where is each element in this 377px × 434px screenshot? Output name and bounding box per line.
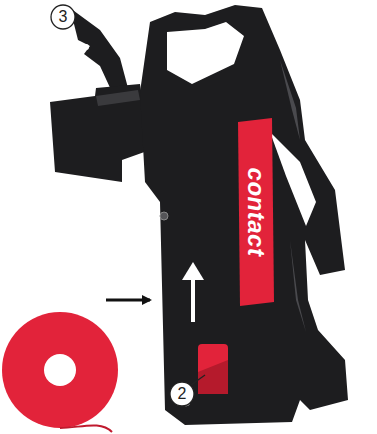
callout-number: 2 xyxy=(170,382,194,406)
guide-arm xyxy=(70,8,128,92)
up-arrow xyxy=(191,276,195,322)
callout-circle xyxy=(51,5,75,29)
release-button xyxy=(198,344,228,394)
block-highlight xyxy=(96,90,140,106)
labeler-body xyxy=(140,5,348,425)
arm-hook xyxy=(83,44,89,50)
brand-band xyxy=(238,118,274,306)
leader-line xyxy=(191,375,205,385)
print-head-block xyxy=(50,84,150,182)
label-roll xyxy=(2,312,118,428)
label-strip xyxy=(60,425,112,432)
up-arrow-head xyxy=(182,262,204,280)
body-highlight xyxy=(280,60,300,140)
screw xyxy=(160,212,168,220)
callout-number: 3 xyxy=(51,5,75,29)
brand-name: contact xyxy=(240,127,272,297)
body-highlight xyxy=(290,240,306,332)
roll-core xyxy=(44,354,76,386)
handle-opening xyxy=(167,22,244,84)
grip-opening xyxy=(270,132,316,226)
callout-circle xyxy=(170,382,194,406)
insert-arrow xyxy=(106,299,150,302)
